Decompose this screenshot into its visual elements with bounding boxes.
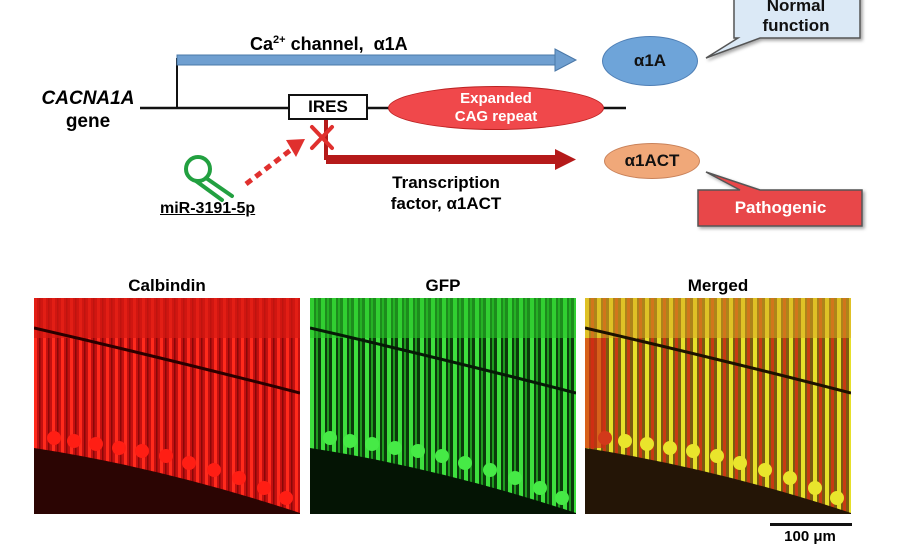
alpha1act-arrow xyxy=(326,149,576,170)
schematic-lines xyxy=(140,0,863,227)
alpha1act-ellipse: α1ACT xyxy=(604,143,700,179)
channel-label: Ca2+ channel, α1A xyxy=(250,34,408,55)
panel-calbindin-image xyxy=(34,298,300,514)
panel-title-gfp: GFP xyxy=(425,276,461,295)
schematic: CACNA1A gene Ca2+ channel, α1A IRES Expa… xyxy=(0,0,900,260)
cag-repeat-ellipse: Expanded CAG repeat xyxy=(388,86,604,130)
cag-line2: CAG repeat xyxy=(454,108,538,125)
panel-merged-image xyxy=(585,298,851,514)
pathogenic-label: Pathogenic xyxy=(734,198,827,217)
normal-line2: function xyxy=(762,16,830,35)
normal-line1: Normal xyxy=(766,0,826,15)
gfp-svg xyxy=(310,298,576,514)
cag-line1: Expanded xyxy=(460,90,532,107)
hairpin-icon xyxy=(184,155,234,202)
panel-title-calbindin: Calbindin xyxy=(128,276,206,295)
panel-title-merged: Merged xyxy=(687,276,749,295)
gene-name: CACNA1A xyxy=(41,88,135,109)
channel-ca: Ca xyxy=(250,34,274,54)
pathogenic-callout xyxy=(697,171,863,227)
normal-function-label: Normal function xyxy=(732,0,860,40)
mirna-dashed-arrow xyxy=(244,139,305,186)
alpha1a-arrow xyxy=(176,48,578,72)
tf-line2: factor, α1ACT xyxy=(390,194,502,213)
scale-bar-label: 100 μm xyxy=(784,528,836,545)
normal-callout xyxy=(705,0,861,59)
channel-charge: 2+ xyxy=(273,34,286,46)
block-x xyxy=(310,125,334,150)
alpha1a-ellipse: α1A xyxy=(602,36,698,86)
calbindin-svg xyxy=(34,298,300,514)
transcription-factor-label: Transcription factor, α1ACT xyxy=(360,172,532,214)
tf-line1: Transcription xyxy=(392,173,500,192)
ires-box: IRES xyxy=(288,94,368,120)
scale-bar xyxy=(770,523,852,526)
gene-sub-label: gene xyxy=(65,111,111,132)
panel-gfp-image xyxy=(310,298,576,514)
mirna-label: miR-3191-5p xyxy=(160,200,256,217)
channel-rest: channel, α1A xyxy=(285,34,408,54)
merged-svg xyxy=(585,298,851,514)
